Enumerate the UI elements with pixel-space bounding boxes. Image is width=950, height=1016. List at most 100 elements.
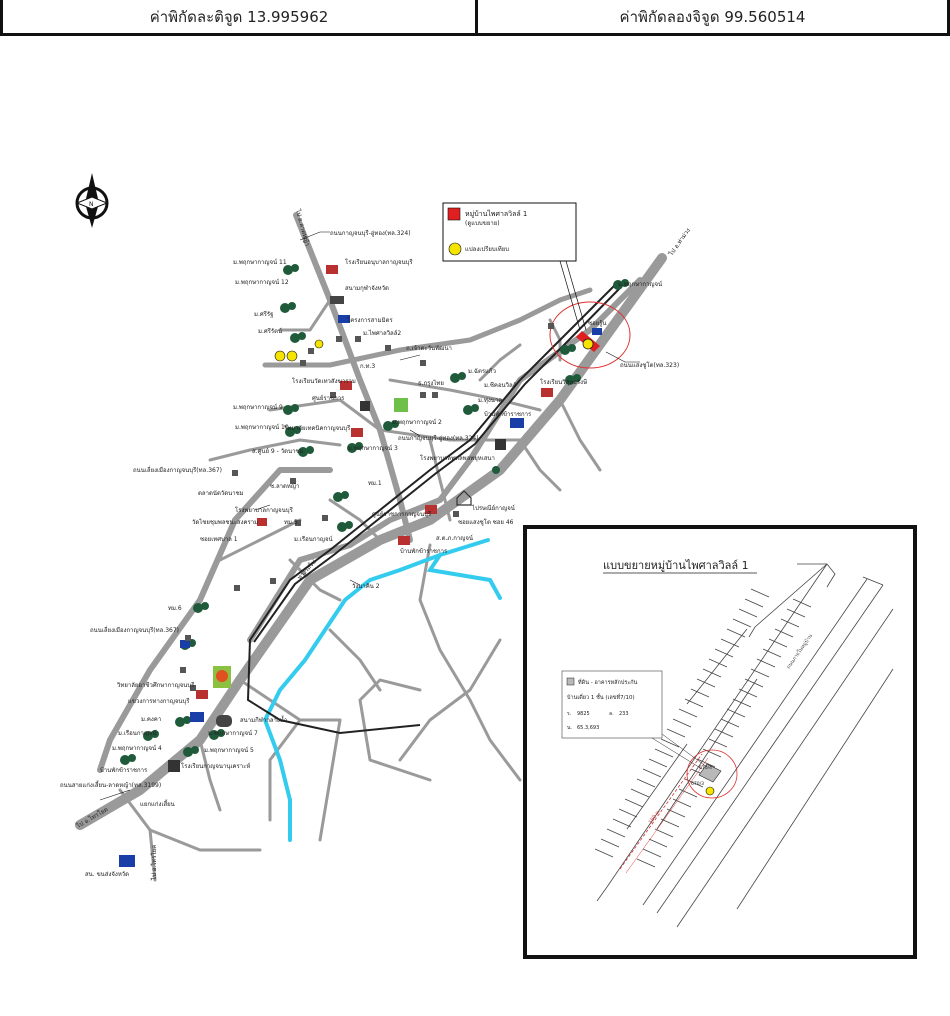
svg-text:N: N xyxy=(89,201,94,208)
label-sop-no: ซอยเทศบาล 1 xyxy=(200,536,238,543)
label-sri-sam: ม.ศรีรัฐ xyxy=(254,310,273,318)
label-road-367-b: ถนนเลี่ยงเมืองกาญจนบุรี(ทล.367) xyxy=(90,626,179,634)
inset-box-line2: บ้านเดี่ยว 1 ชั้น (เลขที่7/10) xyxy=(567,693,635,701)
inset-box-l-label: ล. xyxy=(609,711,614,717)
label-moo-gen: ม.พฤกษากาญจน์ 3 xyxy=(348,444,398,452)
label-moo-ad: ม.พฤกษากาญจน์ 5 xyxy=(204,746,254,754)
inset-box-line1: ที่ดิน - อาคารหลักประกัน xyxy=(578,678,638,686)
label-moo-rt: ม.เรือนกาญจน์ xyxy=(118,729,157,737)
inset-road-label: ถนนภายในหมู่บ้าน xyxy=(785,632,814,670)
label-hotel: ม.ไพศาลวิลล์2 xyxy=(363,329,401,337)
inset-block-grid xyxy=(594,563,894,928)
label-pp-k: แขวงการทางกาญจนบุรี xyxy=(128,697,190,705)
label-stadium: สนามกุฬาจังหวัด xyxy=(345,284,389,292)
label-sc-lg: โรงเรียนกาญจนานุเคราะห์ xyxy=(181,762,250,770)
project-highlight-circle xyxy=(549,301,631,369)
label-sunyai: ศูนย์ราชการกาญจนบุรี xyxy=(372,510,432,518)
north-arrow-icon: N xyxy=(75,173,109,228)
inset-subject-plot xyxy=(698,763,722,783)
label-road-sw: ไป อ.ไทรโยค xyxy=(74,805,109,830)
legend-landmark-label: แปลงเปรียบเทียบ xyxy=(465,245,509,253)
label-school-mid: โรงเรียนวิสุทธรังษี xyxy=(540,378,587,386)
label-road-ne-top: ไป อ.ท่าม่วง xyxy=(667,226,692,258)
label-moo-k2: ม.พฤกษากาญจน์ 4 xyxy=(112,744,162,752)
inset-info-box: ที่ดิน - อาคารหลักประกัน บ้านเดี่ยว 1 ชั… xyxy=(561,670,708,770)
label-moo-chan-2: ทม.6 xyxy=(168,605,182,612)
label-po: ทม.1 xyxy=(368,480,382,487)
label-moo9: ม.พฤกษากาญจน์ 9 xyxy=(233,403,283,411)
label-school-top: โรงเรียนอนุบาลกาญจนบุรี xyxy=(345,258,413,266)
label-kmt: แยกแก่งเสี้ยน xyxy=(140,798,175,808)
inset-box-l-value: 233 xyxy=(619,711,629,717)
inset-plot-circle xyxy=(686,749,738,799)
legend-project-label: หมู่บ้านไพศาลวิลล์ 1 xyxy=(465,209,527,218)
label-road-s: ไป อ.ไทรโยค xyxy=(150,845,158,881)
inset-box-n-label: น. xyxy=(567,725,572,731)
label-bus: สน. ขนส่งจังหวัด xyxy=(85,871,129,878)
label-house-pr2: บ้านพักข้าราชการ xyxy=(400,548,448,555)
label-moo-saeng: ม.พฤกษากาญจน์ 2 xyxy=(392,418,442,426)
label-kanchanawat: วังนาคิน 2 xyxy=(352,583,380,590)
label-moo-tt: ม.ทุ่งนาค xyxy=(478,397,502,404)
label-road-324-top: ถนนกาญจนบุรี-อู่ทอง(ทล.324) xyxy=(330,229,411,237)
coordinate-header: ค่าพิกัดละติจูด 13.995962 ค่าพิกัดลองจิจ… xyxy=(0,0,950,37)
project-marker xyxy=(576,328,602,352)
label-road-367-a: ถนนเลี่ยงเมืองกาญจนบุรี(ทล.367) xyxy=(133,466,222,474)
label-pha: ก.ท.3 xyxy=(360,363,375,370)
inset-svg: แบบขยายหมู่บ้านไพศาลวิลล์ 1 xyxy=(561,559,894,928)
river xyxy=(262,538,502,842)
label-road-ns-top: ไป อ.ลาดหญ้า xyxy=(294,207,312,246)
label-moo-top-right: ม.พฤกษากาญจน์ xyxy=(618,280,662,288)
label-moo-top-right-2: บ้านพักข้าราชการ xyxy=(100,767,148,774)
label-pr-k: บ้านพักข้าราชการ xyxy=(484,411,532,418)
label-school2: โรงเรียนวัดเทวสังฆาราม xyxy=(292,377,356,385)
label-bank: ธ.กรุงไทย xyxy=(418,379,444,387)
inset-detail-map: แบบขยายหมู่บ้านไพศาลวิลล์ 1 xyxy=(523,525,917,959)
landmark-icons xyxy=(119,264,629,867)
label-road-324-mid: ถนนกาญจนบุรี-อู่ทอง(ทล.324) xyxy=(398,434,479,442)
label-moo11: ม.พฤกษากาญจน์ 11 xyxy=(233,258,287,266)
label-moo-r: ม.พฤกษากาญจน์ 7 xyxy=(208,729,258,737)
label-temple: วัดไชยชุมพลชนะสงคราม xyxy=(192,518,258,526)
label-project-sam: โครงการสามมิตร xyxy=(347,316,393,324)
railway xyxy=(246,284,621,735)
label-road-323: ถนนแสงชูโต(ทล.323) xyxy=(620,361,679,369)
label-sao-g: สนามกีฬากลางน้ำ xyxy=(240,714,287,724)
inset-plot-label-b: 670/3 xyxy=(691,781,704,787)
label-soi-46: ซอยแสงชูโต ซอย 46 xyxy=(458,518,514,526)
label-moo-sri: ม.ศรีรัตน์ xyxy=(258,327,282,335)
label-hos: โรงพยาบาลพหลพลพยุหเสนา xyxy=(420,454,495,462)
label-moo-k3: ม.ซีคอนวิลล์ xyxy=(484,381,517,389)
label-moo-k: ม.คงคา xyxy=(141,716,161,723)
inset-box-n-value: 65.3,693 xyxy=(577,725,599,731)
label-moo10: ม.พฤกษากาญจน์ 10 xyxy=(235,423,289,431)
label-office: โรงพยาบาลกาญจนบุรี xyxy=(235,506,294,514)
longitude-cell: ค่าพิกัดลองจิจูด 99.560514 xyxy=(475,0,950,36)
label-market-r: ตลาดนัดวัดนาชม xyxy=(198,490,244,497)
label-pt5: ซ.ลาดหญ้า xyxy=(270,483,299,490)
legend-project-sub: (ดูแบบขยาย) xyxy=(465,220,500,227)
label-moo12: ม.พฤกษากาญจน์ 12 xyxy=(235,278,289,286)
inset-title: แบบขยายหมู่บ้านไพศาลวิลล์ 1 xyxy=(603,559,749,572)
inset-box-r-label: ร. xyxy=(567,711,572,717)
map-legend: หมู่บ้านไพศาลวิลล์ 1 (ดูแบบขยาย) แปลงเปร… xyxy=(442,202,587,331)
longitude-text: ค่าพิกัดลองจิจูด 99.560514 xyxy=(619,7,806,26)
label-sop: ส.ศูนย์ 9 - วัดนาชม xyxy=(252,447,304,455)
label-sub-center: ศูนย์ราชการ xyxy=(312,394,345,402)
label-sao: ส.ต.ภ.กาญจน์ xyxy=(436,534,473,542)
inset-plot-label-a: 670/4 xyxy=(699,765,712,771)
label-junction-rd: ถนนสายแก่งเสี้ยน-ลาดหญ้า(ทล.3199) xyxy=(60,779,161,789)
inset-landmark-marker xyxy=(705,786,715,796)
label-tee: ทม.5 xyxy=(284,519,298,526)
label-moo-chan: ม.ฉัตรแก้ว xyxy=(468,368,496,375)
label-house-pr: ไปรษณีย์กาญจน์ xyxy=(471,504,515,512)
project-legend-swatch xyxy=(447,207,461,221)
latitude-text: ค่าพิกัดละติจูด 13.995962 xyxy=(149,7,329,26)
label-sk-sc: วิทยาลัยอาชีวศึกษากาญจนบุรี xyxy=(116,681,195,689)
landmark-legend-swatch xyxy=(448,242,462,256)
label-ward-ch: วิทยาลัยเทคนิคกาญจนบุรี xyxy=(283,424,351,432)
inset-dim-label: 150 ม. xyxy=(648,808,662,825)
label-road-chan: ถ.เจ้าตะวันพัฒนา xyxy=(406,345,452,352)
label-lumphoon: ม.เรือนกาญจน์ xyxy=(294,535,333,543)
